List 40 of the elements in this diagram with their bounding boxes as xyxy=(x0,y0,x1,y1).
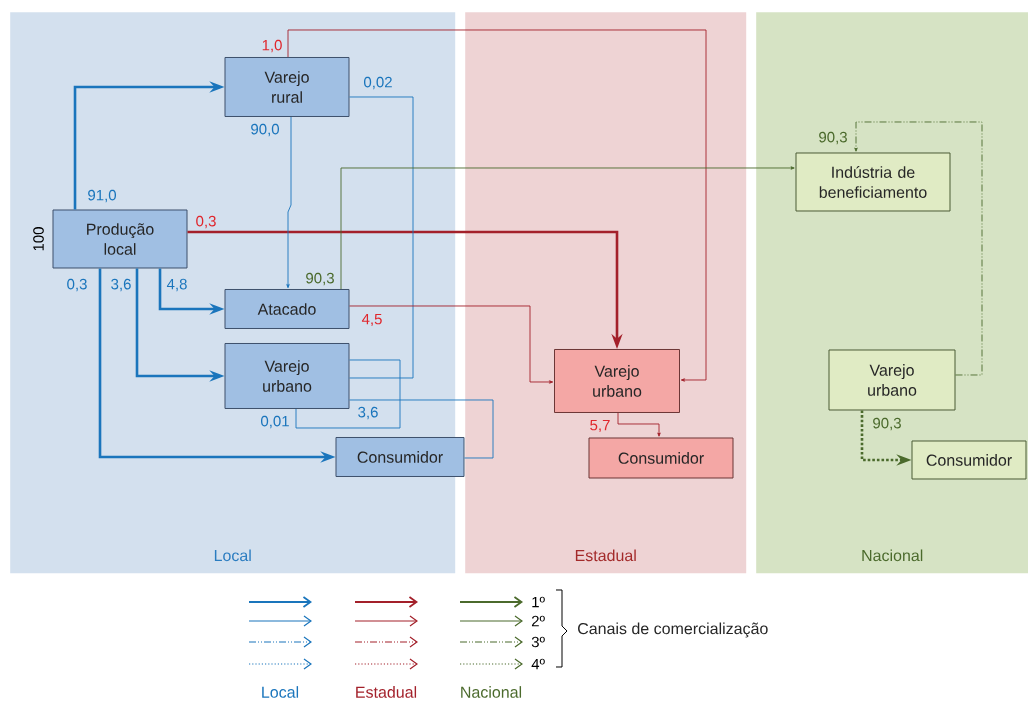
flow-box: Consumidor xyxy=(911,440,1027,480)
connector-arrow xyxy=(286,116,292,289)
connector-arrow xyxy=(349,305,554,384)
flow-box: Varejo rural xyxy=(224,57,350,117)
connector-arrow xyxy=(287,29,707,382)
edge-label: 0,01 xyxy=(261,415,289,429)
edge-label: 90,3 xyxy=(819,131,847,145)
edge-label: 91,0 xyxy=(88,189,116,203)
connector-arrow xyxy=(340,166,795,290)
flow-box: Varejo urbano xyxy=(224,343,350,409)
edge-label: 0,3 xyxy=(67,278,87,292)
edge-label: 90,3 xyxy=(873,417,901,431)
legend-label: 4º xyxy=(531,658,545,670)
legend-label: 3º xyxy=(531,636,545,648)
edge-label: 4,8 xyxy=(166,278,187,292)
edge-label: 1,0 xyxy=(262,39,282,53)
edge-label: 4,5 xyxy=(361,313,382,327)
edge-label: 3,6 xyxy=(111,278,131,292)
connector-arrow xyxy=(617,412,661,437)
edge-label: 90,3 xyxy=(306,272,334,286)
edge-label: 0,02 xyxy=(364,76,392,90)
edge-label: 5,7 xyxy=(590,419,610,433)
flow-box: Produção local xyxy=(52,209,188,269)
flow-box: Varejo urbano xyxy=(828,349,956,411)
legend-column-label: Estadual xyxy=(356,686,417,698)
edge-label: 0,3 xyxy=(196,215,216,229)
side-label: 100 xyxy=(33,227,44,251)
edge-label: 90,0 xyxy=(251,123,279,137)
legend-title: Canais de comercialização xyxy=(578,622,768,638)
flow-box: Varejo urbano xyxy=(554,349,680,413)
flow-box: Consumidor xyxy=(335,437,465,477)
edge-label: 3,6 xyxy=(358,406,378,420)
legend-label: 1º xyxy=(532,596,545,608)
legend-column-label: Nacional xyxy=(461,686,522,698)
connector-arrow xyxy=(854,121,983,376)
flow-box: Consumidor xyxy=(588,437,734,479)
flow-box: Indústria de beneficiamento xyxy=(795,152,951,212)
legend-label: 2º xyxy=(531,615,545,627)
legend-column-label: Local xyxy=(262,686,299,698)
flow-box: Atacado xyxy=(224,289,350,329)
